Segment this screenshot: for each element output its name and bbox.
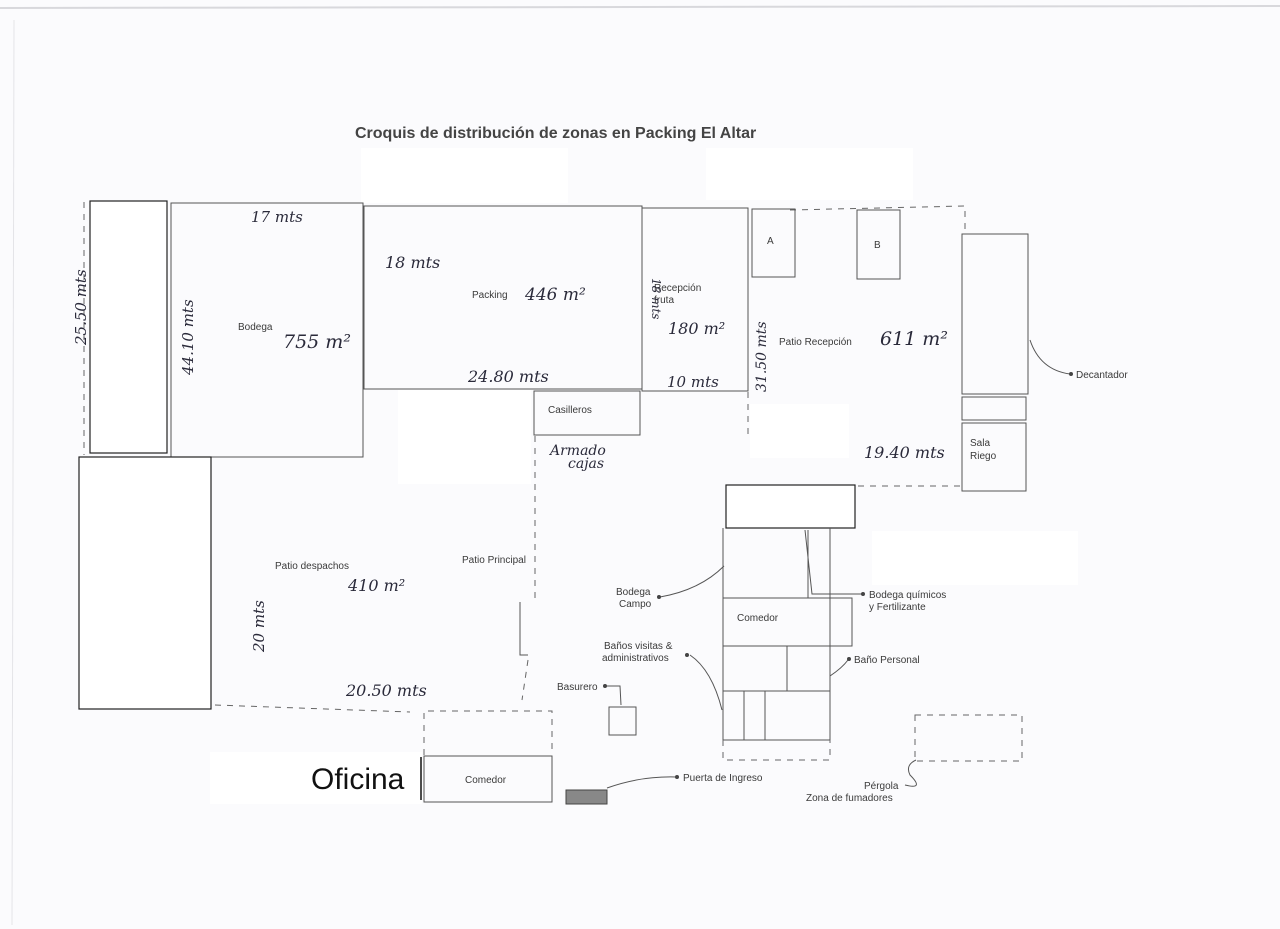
service-block-outline xyxy=(722,528,831,741)
packing-width-note: 24.80 mts xyxy=(467,367,549,386)
bano-personal-leader xyxy=(829,659,849,677)
patio-recepcion-height-note: 31.50 mts xyxy=(754,321,770,392)
zone-recepcion-fruta xyxy=(641,207,749,392)
zone-oficina-label: Oficina xyxy=(311,763,405,796)
bodega-area-note: 755 m² xyxy=(283,331,351,353)
callout-banos-visitas: Baños visitas &administrativos xyxy=(602,641,673,664)
zone-patio-recepcion-label: Patio Recepción xyxy=(779,337,852,348)
zone-packing-label: Packing xyxy=(472,290,508,301)
despachos-width-note: 20.50 mts xyxy=(345,681,427,700)
despachos-area-note: 410 m² xyxy=(347,576,405,595)
zone-box-a-label: A xyxy=(767,236,774,247)
packing-depth-note: 18 mts xyxy=(385,253,440,272)
zone-sala-riego xyxy=(961,422,1027,492)
paper-top-edge xyxy=(0,5,1280,9)
redacted-block xyxy=(750,404,849,458)
redacted-block xyxy=(78,456,212,710)
redacted-block xyxy=(725,484,856,529)
callout-decantador: Decantador xyxy=(1076,370,1128,381)
puerta-ingreso-leader xyxy=(606,776,677,789)
zone-box-b xyxy=(856,209,901,280)
bodega-campo-leader xyxy=(659,565,725,598)
callout-bano-personal: Baño Personal xyxy=(854,655,920,666)
patio-despachos-bottom-boundary xyxy=(214,704,411,713)
zone-pergola xyxy=(914,714,1023,762)
zone-basurero xyxy=(608,706,637,736)
zone-patio-despachos-label: Patio despachos xyxy=(275,561,349,572)
redacted-block xyxy=(398,390,531,484)
left-length-note: 25.50 mts xyxy=(72,269,90,346)
bodega-length-note: 44.10 mts xyxy=(179,299,197,376)
despachos-height-note: 20 mts xyxy=(250,600,268,653)
zone-bodega xyxy=(170,202,364,458)
zone-bodega-label: Bodega xyxy=(238,322,273,333)
redacted-block xyxy=(706,148,913,200)
zone-casilleros-label: Casilleros xyxy=(548,405,592,416)
recepcion-area-note: 180 m² xyxy=(668,319,725,338)
callout-basurero: Basurero xyxy=(557,682,598,693)
recepcion-depth-note: 18 mts xyxy=(649,278,663,319)
zone-casilleros xyxy=(533,390,641,436)
puerta-ingreso-gate xyxy=(565,789,608,805)
callout-puerta-ingreso: Puerta de Ingreso xyxy=(683,773,763,784)
bodega-quimicos-leader xyxy=(804,529,862,595)
zone-box-b-label: B xyxy=(874,240,881,251)
zone-box-a xyxy=(751,208,796,278)
zone-small-room xyxy=(961,396,1027,421)
patio-recepcion-area-note: 611 m² xyxy=(880,328,948,350)
packing-area-note: 446 m² xyxy=(524,285,586,305)
zone-comedor-main-label: Comedor xyxy=(737,613,779,624)
recepcion-width-note: 10 mts xyxy=(667,373,719,391)
bodega-width-note: 17 mts xyxy=(251,208,303,226)
patio-recepcion-width-note: 19.40 mts xyxy=(864,443,945,462)
paper-left-edge xyxy=(11,19,15,926)
diagram-title: Croquis de distribución de zonas en Pack… xyxy=(355,125,756,142)
redacted-block xyxy=(361,148,568,203)
redacted-block xyxy=(89,200,168,454)
zone-comedor-small-label: Comedor xyxy=(465,775,507,786)
decantador-leader xyxy=(1029,339,1071,375)
zone-comedor-small xyxy=(423,755,553,803)
redacted-block xyxy=(210,752,422,804)
banos-visitas-leader xyxy=(689,654,723,711)
zone-decantador xyxy=(961,233,1029,395)
zone-patio-principal-label: Patio Principal xyxy=(462,555,526,566)
redacted-block xyxy=(872,531,1078,585)
